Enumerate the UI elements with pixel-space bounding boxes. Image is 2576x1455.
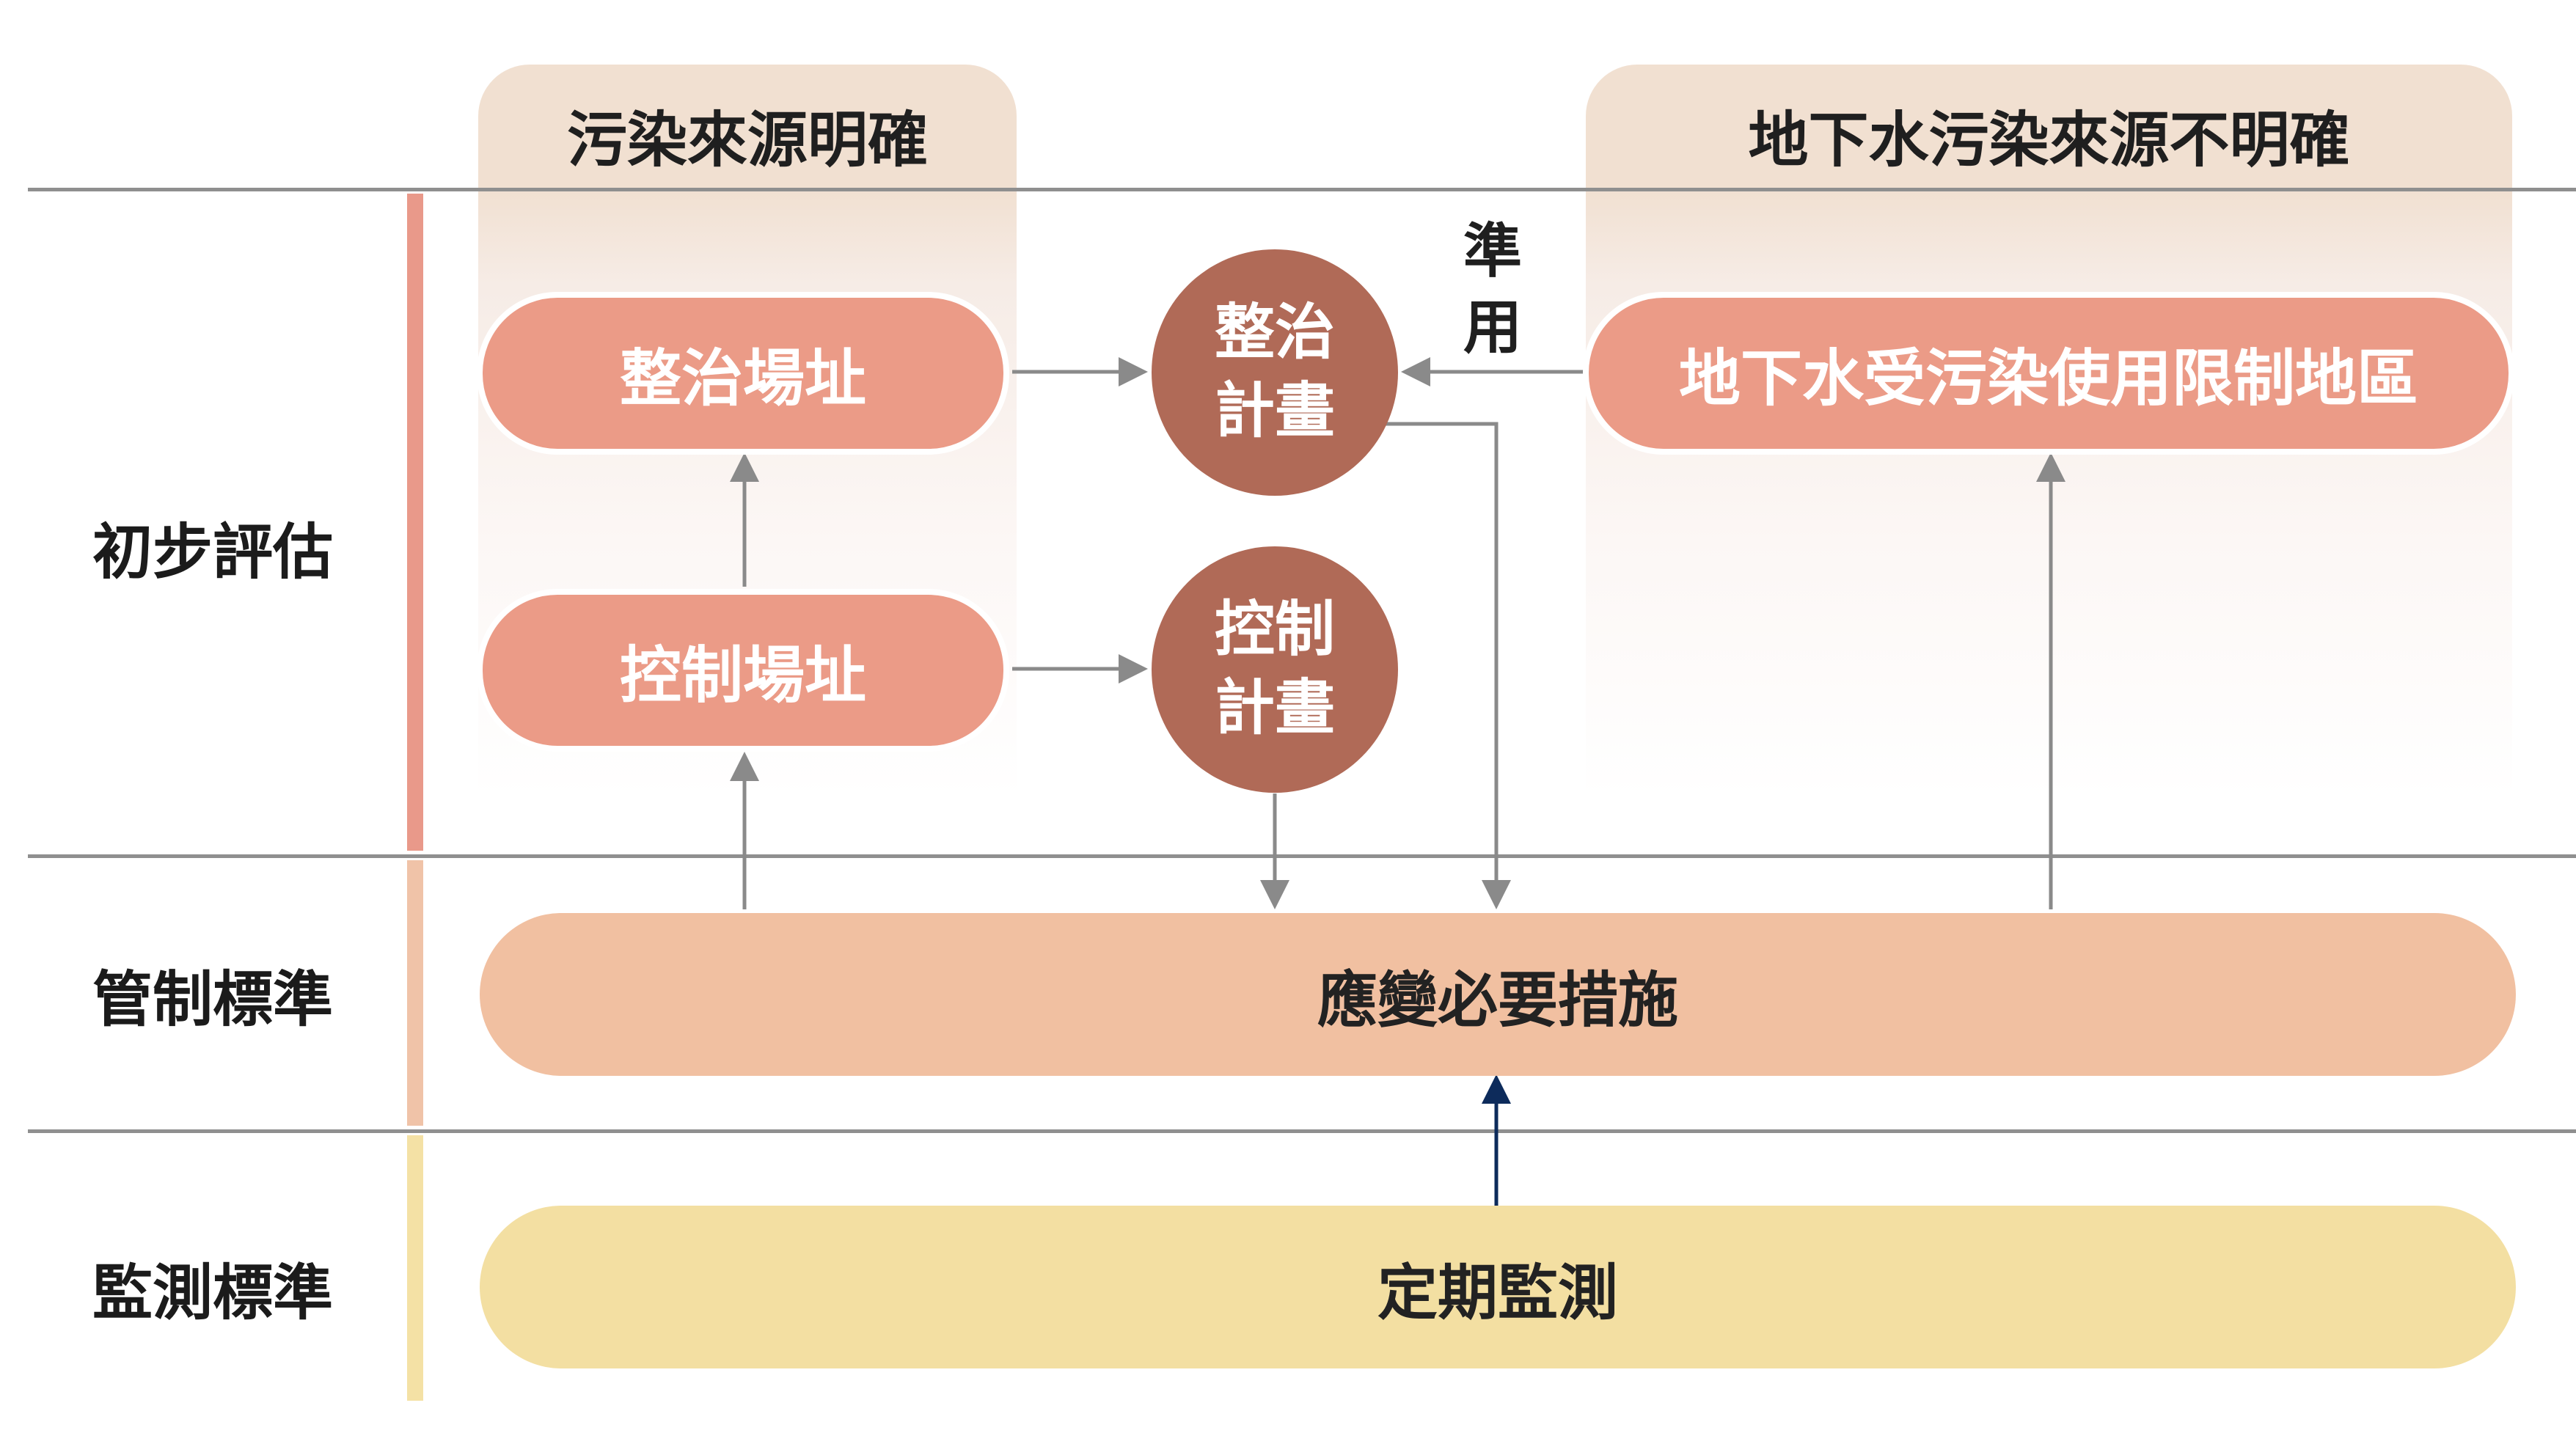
apply-edge-label: 準 用: [1460, 213, 1526, 367]
unknown-source-header: 地下水污染來源不明確: [1748, 105, 2350, 175]
control-standard-row-label: 管制標準: [92, 964, 333, 1035]
remediation-plan-line1: 整治: [1214, 298, 1335, 368]
emergency-measures-node: 應變必要措施: [480, 913, 2516, 1076]
known-source-header: 污染來源明確: [566, 105, 928, 175]
control-plan-line2: 計畫: [1214, 673, 1335, 743]
bottom-divider: [28, 1129, 2576, 1133]
assessment-row-bar: [407, 194, 423, 851]
apply-label-line2: 用: [1463, 293, 1522, 362]
groundwater-restricted-area-node: 地下水受污染使用限制地區: [1583, 292, 2514, 455]
monitoring-standard-row-label: 監測標準: [92, 1258, 333, 1328]
remediation-plan-line2: 計畫: [1214, 376, 1335, 446]
control-plan-line1: 控制: [1214, 595, 1335, 665]
control-row-bar: [407, 860, 423, 1126]
remediation-site-node: 整治場址: [477, 292, 1009, 455]
middle-divider: [28, 854, 2576, 858]
apply-label-line1: 準: [1463, 217, 1522, 285]
periodic-monitoring-node: 定期監測: [480, 1206, 2516, 1368]
assessment-row-label: 初步評估: [92, 517, 333, 587]
remediation-plan-node: 整治 計畫: [1152, 249, 1398, 496]
arrow-remediation-plan-to-emergency: [1383, 422, 1511, 909]
top-divider: [28, 188, 2576, 191]
control-plan-node: 控制 計畫: [1152, 546, 1398, 793]
control-site-node: 控制場址: [477, 589, 1009, 752]
monitoring-row-bar: [407, 1135, 423, 1401]
